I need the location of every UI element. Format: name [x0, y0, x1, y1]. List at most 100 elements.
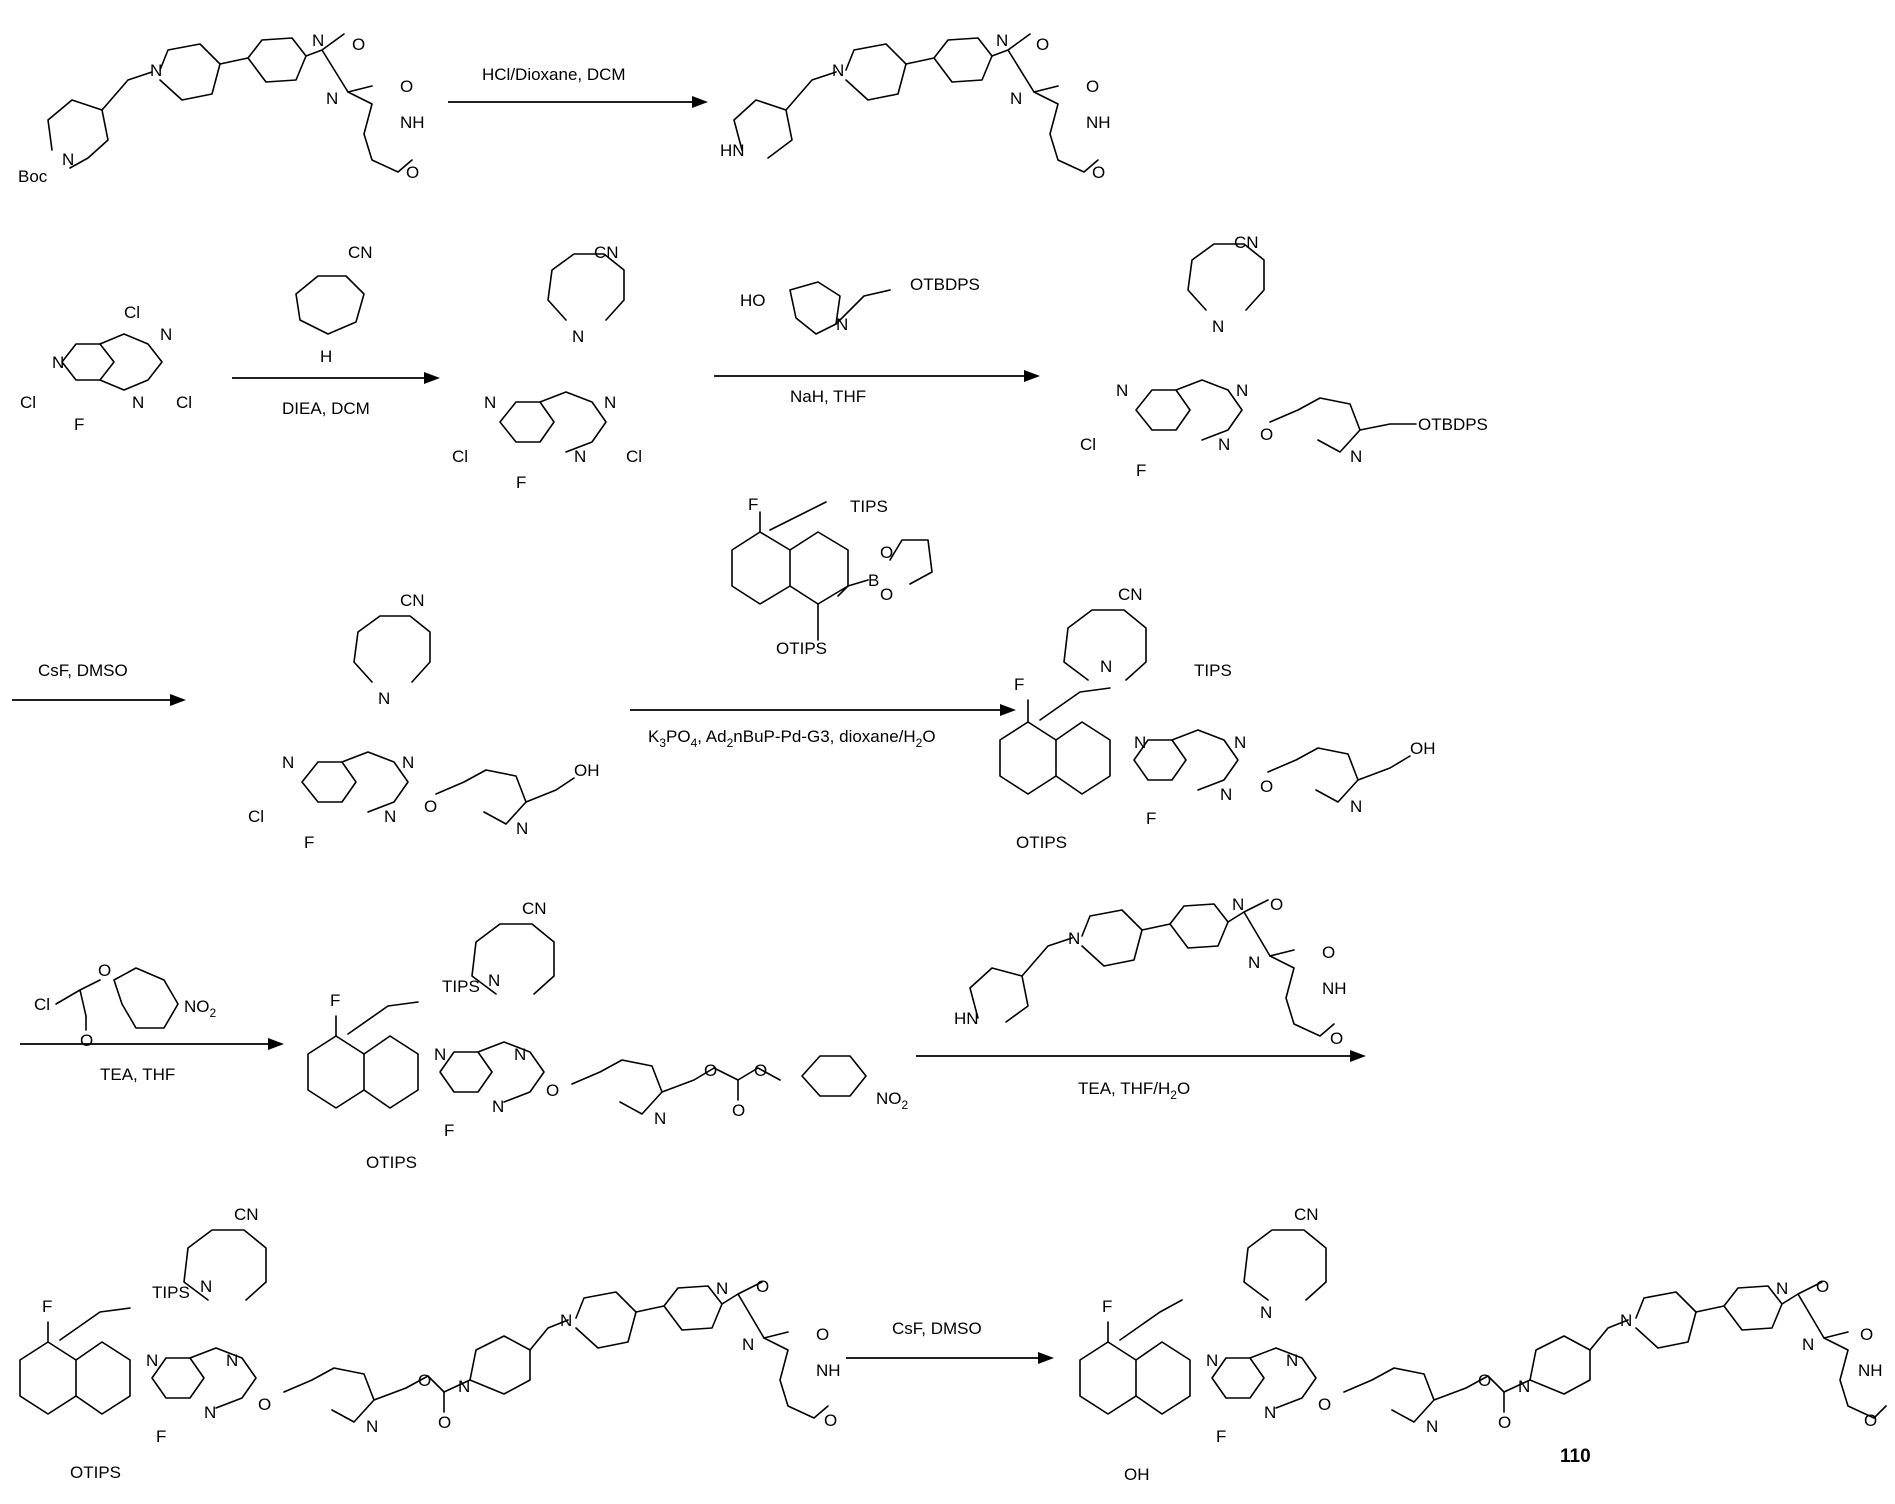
ether-intermediate: CN N N N Cl N O F N OTBDPS: [1080, 233, 1488, 480]
n-atom: N: [384, 807, 396, 826]
condition-text: TEA, THF/H2O: [1078, 1079, 1190, 1102]
f-atom: F: [1136, 461, 1146, 480]
o-atom: O: [816, 1325, 829, 1344]
o-atom: O: [754, 1061, 767, 1080]
n-atom: N: [1116, 381, 1128, 400]
cl-atom: Cl: [452, 447, 468, 466]
oh-atom: OH: [1410, 739, 1436, 758]
cl-atom: Cl: [20, 393, 36, 412]
n-atom: N: [1134, 733, 1146, 752]
f-atom: F: [156, 1427, 166, 1446]
f-atom: F: [74, 415, 84, 434]
o-atom: O: [1036, 35, 1049, 54]
cl-atom: Cl: [176, 393, 192, 412]
n-atom: N: [150, 61, 162, 80]
hn-atom: HN: [720, 141, 745, 160]
o-atom: O: [406, 163, 419, 182]
n-atom: N: [1236, 381, 1248, 400]
deprotected-amine: HN N N O N O NH O: [720, 31, 1111, 182]
n-atom: N: [514, 1045, 526, 1064]
o-atom: O: [1086, 77, 1099, 96]
n-atom: N: [1802, 1335, 1814, 1354]
n-atom: N: [1010, 89, 1022, 108]
f-atom: F: [444, 1121, 454, 1140]
o-atom: O: [732, 1101, 745, 1120]
reaction-arrow-3: HO N OTBDPS NaH, THF: [714, 275, 1040, 406]
otbdps-label: OTBDPS: [1418, 415, 1488, 434]
n-atom: N: [1260, 1303, 1272, 1322]
n-atom: N: [326, 89, 338, 108]
n-atom: N: [402, 753, 414, 772]
cn-label: CN: [522, 899, 547, 918]
n-atom: N: [604, 393, 616, 412]
n-atom: N: [1232, 895, 1244, 914]
condition-text: CsF, DMSO: [892, 1319, 982, 1338]
n-atom: N: [742, 1335, 754, 1354]
deprotected-alcohol: CN N N N Cl N O F N OH: [248, 591, 600, 852]
f-atom: F: [1146, 809, 1156, 828]
nh-atom: NH: [816, 1361, 841, 1380]
o-atom: O: [80, 1031, 93, 1050]
n-atom: N: [1206, 1351, 1218, 1370]
condition-text: TEA, THF: [100, 1065, 175, 1084]
n-atom: N: [1426, 1417, 1438, 1436]
n-atom: N: [560, 1311, 572, 1330]
n-atom: N: [282, 753, 294, 772]
protected-conjugate: CN N TIPS F N N N O F N O O N N N O N O …: [20, 1205, 841, 1482]
o-atom: O: [1270, 895, 1283, 914]
o-atom: O: [438, 1413, 451, 1432]
otips-label: OTIPS: [70, 1463, 121, 1482]
n-atom: N: [1248, 953, 1260, 972]
tips-label: TIPS: [850, 497, 888, 516]
o-atom: O: [1864, 1411, 1877, 1430]
n-atom: N: [1234, 733, 1246, 752]
n-atom: N: [62, 150, 74, 169]
f-atom: F: [748, 495, 758, 514]
tips-label: TIPS: [152, 1283, 190, 1302]
n-atom: N: [312, 31, 324, 50]
o-atom: O: [824, 1411, 837, 1430]
trichloro-pyridopyrimidine: N Cl N Cl N Cl F: [20, 303, 192, 434]
condition-text: NaH, THF: [790, 387, 866, 406]
f-atom: F: [1216, 1427, 1226, 1446]
o-atom: O: [352, 35, 365, 54]
o-atom: O: [1318, 1395, 1331, 1414]
o-atom: O: [756, 1277, 769, 1296]
o-atom: O: [424, 797, 437, 816]
no2-label: NO2: [876, 1089, 909, 1112]
n-atom: N: [204, 1403, 216, 1422]
carbonate-intermediate: CN N TIPS F N N N O F N O O O NO2 OTIPS: [308, 899, 909, 1172]
n-atom: N: [1518, 1377, 1530, 1396]
oh-atom: OH: [574, 761, 600, 780]
reaction-arrow-6: Cl O O NO2 TEA, THF: [20, 961, 284, 1084]
o-atom: O: [1498, 1413, 1511, 1432]
f-atom: F: [42, 1297, 52, 1316]
o-atom: O: [418, 1371, 431, 1390]
n-atom: N: [654, 1109, 666, 1128]
reaction-arrow-5: F TIPS B O O OTIPS K3PO4, Ad2nBuP-Pd-G3,…: [630, 495, 1016, 750]
o-atom: O: [1260, 777, 1273, 796]
n-atom: N: [1068, 929, 1080, 948]
n-atom: N: [996, 31, 1008, 50]
reaction-arrow-8: CsF, DMSO: [846, 1319, 1054, 1364]
o-atom: O: [546, 1081, 559, 1100]
condition-text: HCl/Dioxane, DCM: [482, 65, 626, 84]
compound-number: 110: [1560, 1446, 1591, 1467]
o-atom: O: [1860, 1325, 1873, 1344]
o-atom: O: [1330, 1029, 1343, 1048]
o-atom: O: [880, 585, 893, 604]
o-atom: O: [1092, 163, 1105, 182]
n-atom: N: [200, 1277, 212, 1296]
o-atom: O: [880, 543, 893, 562]
n-atom: N: [458, 1377, 470, 1396]
n-atom: N: [1286, 1351, 1298, 1370]
o-atom: O: [1478, 1371, 1491, 1390]
n-atom: N: [484, 393, 496, 412]
n-atom: N: [832, 61, 844, 80]
n-atom: N: [146, 1351, 158, 1370]
n-atom: N: [52, 353, 64, 372]
n-atom: N: [716, 1279, 728, 1298]
boc-label: Boc: [18, 167, 48, 186]
n-atom: N: [574, 447, 586, 466]
